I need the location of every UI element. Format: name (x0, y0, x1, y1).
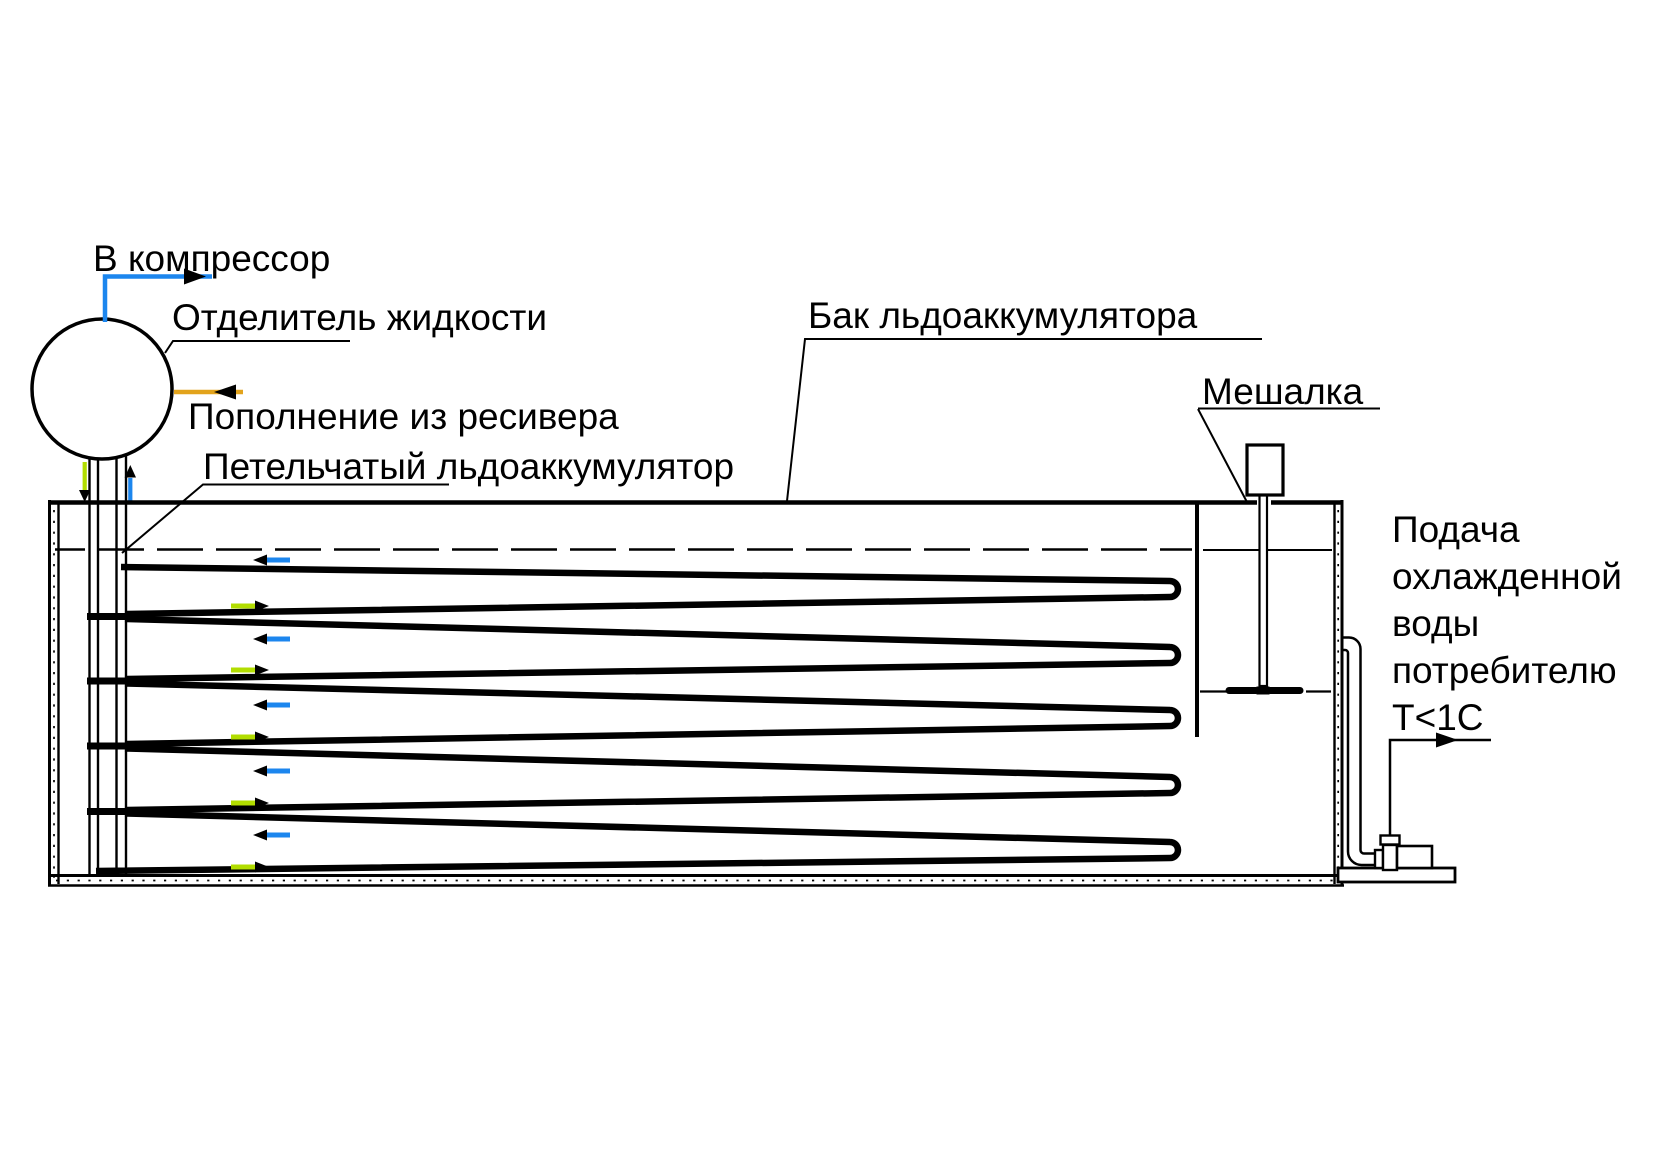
outlet-pipe-line-a (1341, 636, 1376, 855)
liquid-flow-arrows-green (231, 600, 269, 873)
header-pipes (88, 450, 128, 875)
labels-layer: В компрессор Отделитель жидкости Пополне… (93, 238, 1622, 738)
label-loop-ice-accumulator: Петельчатый льдоаккумулятор (203, 446, 734, 487)
label-chilled-water-line-3: воды (1392, 603, 1479, 644)
liquid-separator-vessel (30, 317, 174, 461)
label-chilled-water-line-4: потребителю (1392, 650, 1617, 691)
liquid-flow-arrowhead-1-icon (255, 600, 269, 612)
chilled-water-outlet-arrowhead-icon (1436, 732, 1458, 748)
label-mixer: Мешалка (1202, 371, 1364, 412)
label-ice-accumulator-tank: Бак льдоаккумулятора (808, 295, 1198, 336)
liquid-flow-arrowhead-2-icon (255, 664, 269, 676)
label-liquid-separator: Отделитель жидкости (172, 297, 547, 338)
liquid-flow-arrowhead-3-icon (255, 731, 269, 743)
coil-flow-arrows (231, 554, 290, 873)
coil-loop-3 (124, 680, 1182, 748)
mixer-label-leader-line (1197, 408, 1249, 505)
pump-outlet-valve (1379, 834, 1401, 846)
label-chilled-water-line-2: охлажденной (1392, 556, 1622, 597)
vapor-flow-arrowhead-4-icon (253, 765, 267, 777)
coil-loop-4 (124, 745, 1182, 814)
to-compressor-pipe (102, 274, 212, 322)
label-chilled-water-block: Подача охлажденной воды потребителю Т<1С (1392, 509, 1622, 738)
label-ice-accumulator-tank-leader (786, 338, 1262, 502)
label-chilled-water-line-1: Подача (1392, 509, 1520, 550)
mixer-shaft (1258, 492, 1269, 688)
label-loop-ice-accumulator-leader (121, 483, 449, 554)
label-refill-from-receiver: Пополнение из ресивера (188, 396, 619, 437)
pump-inlet-body (1381, 843, 1399, 872)
label-to-compressor: В компрессор (93, 238, 330, 279)
mixer-motor (1245, 443, 1285, 497)
chilled-water-outlet-line (1388, 738, 1491, 835)
vapor-flow-arrowhead-2-icon (253, 633, 267, 645)
to-compressor-arrowhead-icon (184, 268, 206, 285)
vapor-flow-arrowhead-1-icon (253, 554, 267, 566)
vapor-flow-arrows-blue (253, 554, 290, 841)
chilled-water-outlet (1336, 636, 1491, 884)
liquid-feed-down-arrowhead-icon (79, 490, 91, 502)
label-liquid-separator-leader (164, 340, 350, 354)
coil-loop-1 (120, 563, 1182, 618)
liquid-flow-arrowhead-4-icon (255, 797, 269, 809)
liquid-flow-arrowhead-5-icon (255, 861, 269, 873)
receiver-refill-arrowhead-icon (214, 384, 236, 400)
tank-shell (48, 500, 1344, 887)
vapor-flow-arrowhead-3-icon (253, 699, 267, 711)
pump-body (1395, 844, 1434, 870)
coil-loop-5 (95, 810, 1182, 875)
vapor-flow-arrowhead-5-icon (253, 829, 267, 841)
mixer-propeller-hub (1256, 686, 1270, 695)
outlet-pipe-line-b (1341, 648, 1376, 867)
mixer-assembly (1197, 408, 1331, 695)
loop-evaporator-coil (87, 563, 1182, 875)
vapor-return-up-arrowhead-icon (124, 465, 136, 478)
coil-loop-2 (124, 615, 1182, 683)
label-chilled-water-line-5: Т<1С (1392, 697, 1484, 738)
